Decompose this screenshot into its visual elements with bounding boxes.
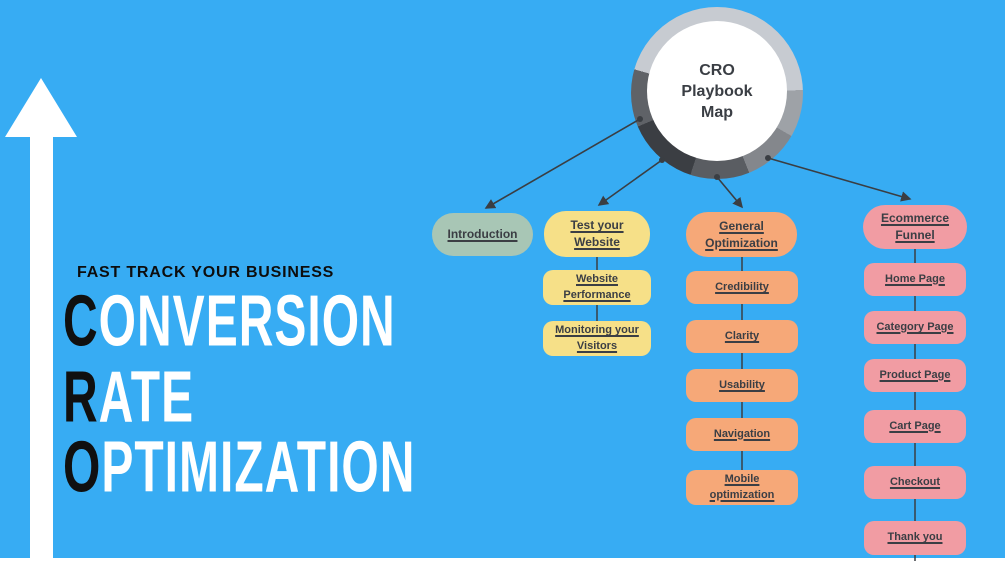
hero-rest-ptimization: PTIMIZATION <box>101 428 416 508</box>
branch-label: Introduction <box>447 227 518 242</box>
hub-inner-circle: CRO Playbook Map <box>647 21 787 161</box>
node-label: Credibility <box>715 280 769 293</box>
up-arrow-icon <box>5 78 77 137</box>
hero-initial-c: C <box>63 282 99 362</box>
branch-test-your-website[interactable]: Test your Website <box>544 211 650 257</box>
node-mobile-optimization[interactable]: Mobile optimization <box>686 470 798 505</box>
branch-label: Test your Website <box>570 218 624 249</box>
branch-label: General Optimization <box>705 218 778 250</box>
hub-donut-ring: CRO Playbook Map <box>631 7 803 179</box>
hub-title-line: Playbook <box>681 82 753 100</box>
hero-initial-o: O <box>63 428 102 508</box>
hero-title-line-conversion: CONVERSION <box>63 286 396 359</box>
node-label: Monitoring your Visitors <box>555 324 639 352</box>
node-label: Cart Page <box>889 419 941 432</box>
node-label: Thank you <box>887 531 943 544</box>
radial-connectors <box>484 116 912 209</box>
node-label: Navigation <box>713 427 771 440</box>
node-cart-page[interactable]: Cart Page <box>864 410 966 443</box>
node-label: Clarity <box>724 329 760 342</box>
up-arrow-shaft <box>30 130 53 558</box>
node-label: Usability <box>719 378 765 391</box>
node-navigation[interactable]: Navigation <box>686 418 798 451</box>
branch-general-optimization[interactable]: General Optimization <box>686 212 797 257</box>
bottom-border-strip <box>0 558 1005 565</box>
hero-initial-r: R <box>63 358 99 438</box>
column-connectors <box>596 249 916 561</box>
hero-title-line-optimization: OPTIMIZATION <box>63 432 415 505</box>
node-checkout[interactable]: Checkout <box>864 466 966 499</box>
node-label: Home Page <box>885 272 945 285</box>
hub-title-line: Map <box>700 103 733 121</box>
node-label: Checkout <box>889 475 941 488</box>
hub-title: CRO Playbook Map <box>681 60 752 123</box>
hero-rest-onversion: ONVERSION <box>98 282 396 362</box>
hero-tagline: FAST TRACK YOUR BUSINESS <box>77 264 335 281</box>
node-home-page[interactable]: Home Page <box>864 263 966 296</box>
node-product-page[interactable]: Product Page <box>864 359 966 392</box>
node-credibility[interactable]: Credibility <box>686 271 798 304</box>
hero-title-line-rate: RATE <box>63 362 194 435</box>
branch-label: Ecommerce Funnel <box>880 211 950 242</box>
node-usability[interactable]: Usability <box>686 369 798 402</box>
node-label: Product Page <box>879 368 951 381</box>
node-thank-you[interactable]: Thank you <box>864 521 966 555</box>
node-label: Category Page <box>876 320 954 333</box>
node-monitoring-your-visitors[interactable]: Monitoring your Visitors <box>543 321 651 356</box>
hub-title-line: CRO <box>699 61 735 79</box>
hero-rest-ate: ATE <box>98 358 195 438</box>
node-category-page[interactable]: Category Page <box>864 311 966 344</box>
node-website-performance[interactable]: Website Performance <box>543 270 651 305</box>
node-clarity[interactable]: Clarity <box>686 320 798 353</box>
node-label: Mobile optimization <box>709 473 775 501</box>
branch-introduction[interactable]: Introduction <box>432 213 533 256</box>
branch-ecommerce-funnel[interactable]: Ecommerce Funnel <box>863 205 967 249</box>
node-label: Website Performance <box>563 273 631 301</box>
